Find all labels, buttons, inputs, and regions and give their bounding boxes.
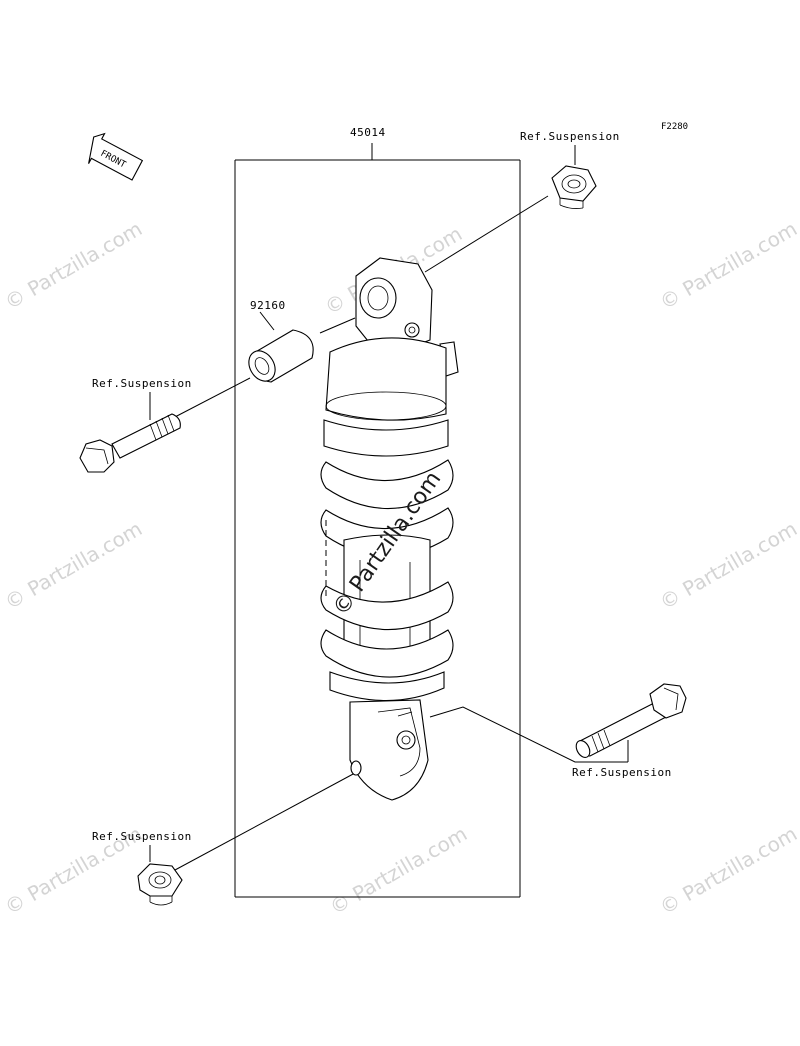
bottom-nut xyxy=(137,863,183,906)
part-number-shock: 45014 xyxy=(350,126,386,139)
watermark-text: © Partzilla.com xyxy=(656,821,800,919)
ref-label-left-bolt: Ref.Suspension xyxy=(92,377,192,390)
watermark-text: © Partzilla.com xyxy=(656,216,800,314)
ref-label-top-nut: Ref.Suspension xyxy=(520,130,620,143)
assembly-bracket xyxy=(234,143,521,898)
front-arrow-icon: FRONT xyxy=(88,132,144,181)
part-number-collar: 92160 xyxy=(250,299,286,312)
top-nut xyxy=(551,165,597,209)
diagram-code: F2280 xyxy=(661,122,688,132)
right-bolt xyxy=(575,683,687,758)
watermark-text: © Partzilla.com xyxy=(326,821,472,919)
watermark-text: © Partzilla.com xyxy=(1,216,147,314)
leader-lines xyxy=(149,145,629,871)
ref-label-right-bolt: Ref.Suspension xyxy=(572,766,672,779)
ref-label-bottom-nut: Ref.Suspension xyxy=(92,830,192,843)
watermark-text: © Partzilla.com xyxy=(1,516,147,614)
left-bolt xyxy=(79,413,181,473)
shock-absorber xyxy=(320,257,459,801)
watermark-text: © Partzilla.com xyxy=(656,516,800,614)
collar xyxy=(248,329,314,383)
